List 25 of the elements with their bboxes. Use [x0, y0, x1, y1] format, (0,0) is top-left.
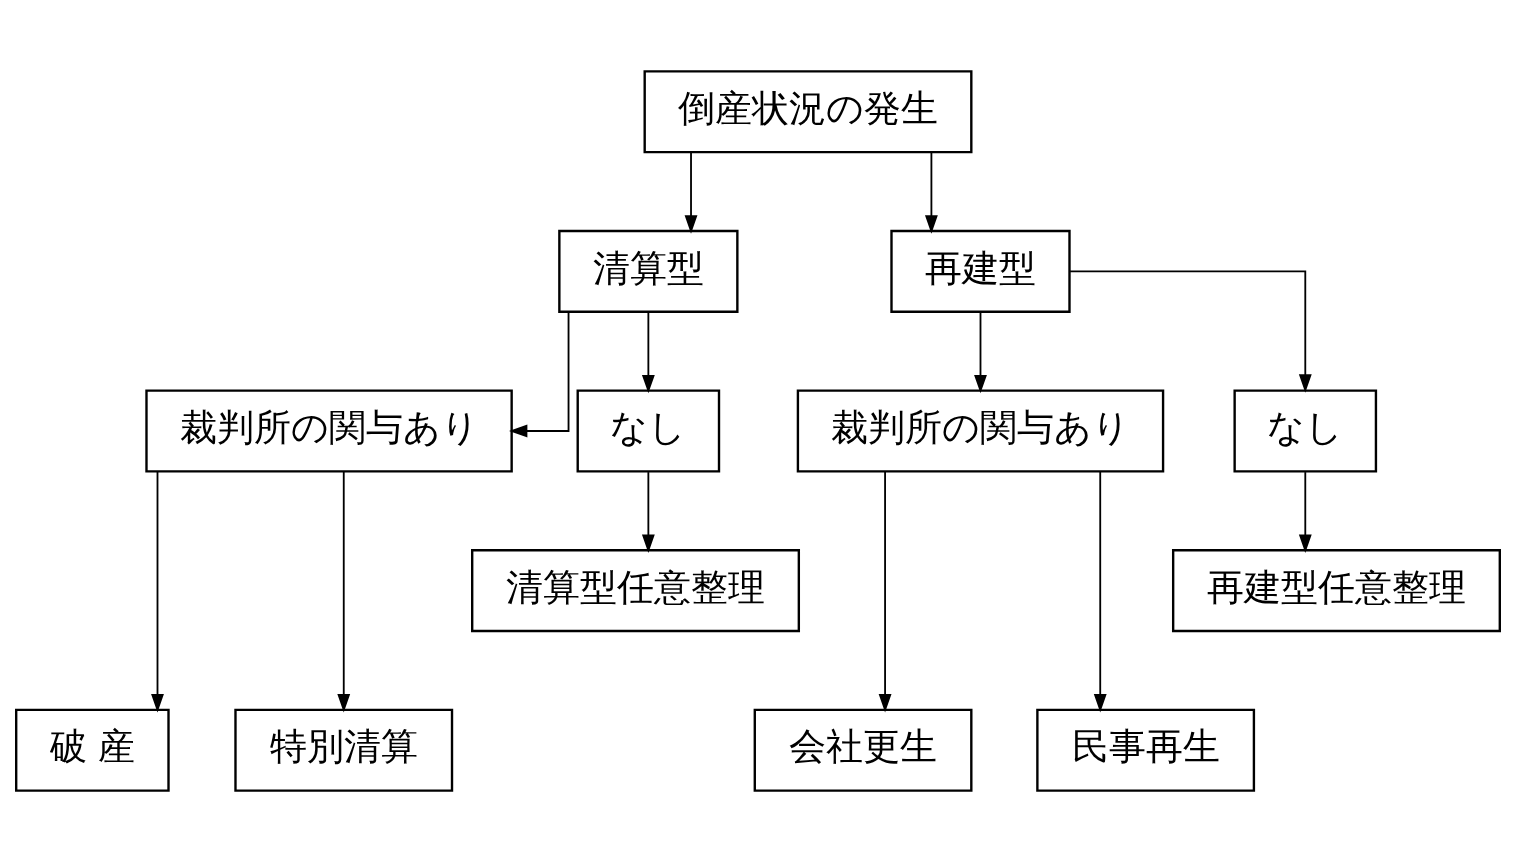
- node-box: なし: [1233, 389, 1378, 473]
- arrow: [924, 151, 938, 234]
- node-box: 清算型任意整理: [471, 549, 801, 633]
- arrow: [1298, 471, 1312, 553]
- node-box: 再建型: [890, 229, 1071, 313]
- node-box: 裁判所の関与あり: [796, 389, 1165, 473]
- arrow: [1093, 470, 1107, 713]
- arrow: [878, 470, 892, 713]
- node-box: 特別清算: [234, 708, 454, 792]
- node-box: 破 産: [15, 708, 170, 792]
- node-box: 民事再生: [1036, 708, 1256, 792]
- node-box: 倒産状況の発生: [643, 70, 973, 154]
- arrow: [641, 311, 655, 394]
- arrow: [337, 470, 351, 713]
- node-box: 清算型: [558, 229, 739, 313]
- arrow: [684, 151, 698, 234]
- arrow: [974, 311, 987, 394]
- arrow: [1069, 270, 1312, 393]
- node-box: 裁判所の関与あり: [145, 389, 513, 473]
- arrow: [641, 471, 655, 553]
- arrow: [151, 470, 164, 713]
- node-box: なし: [576, 389, 721, 473]
- node-box: 会社更生: [753, 708, 973, 792]
- node-box: 再建型任意整理: [1171, 549, 1501, 633]
- arrow: [509, 311, 570, 438]
